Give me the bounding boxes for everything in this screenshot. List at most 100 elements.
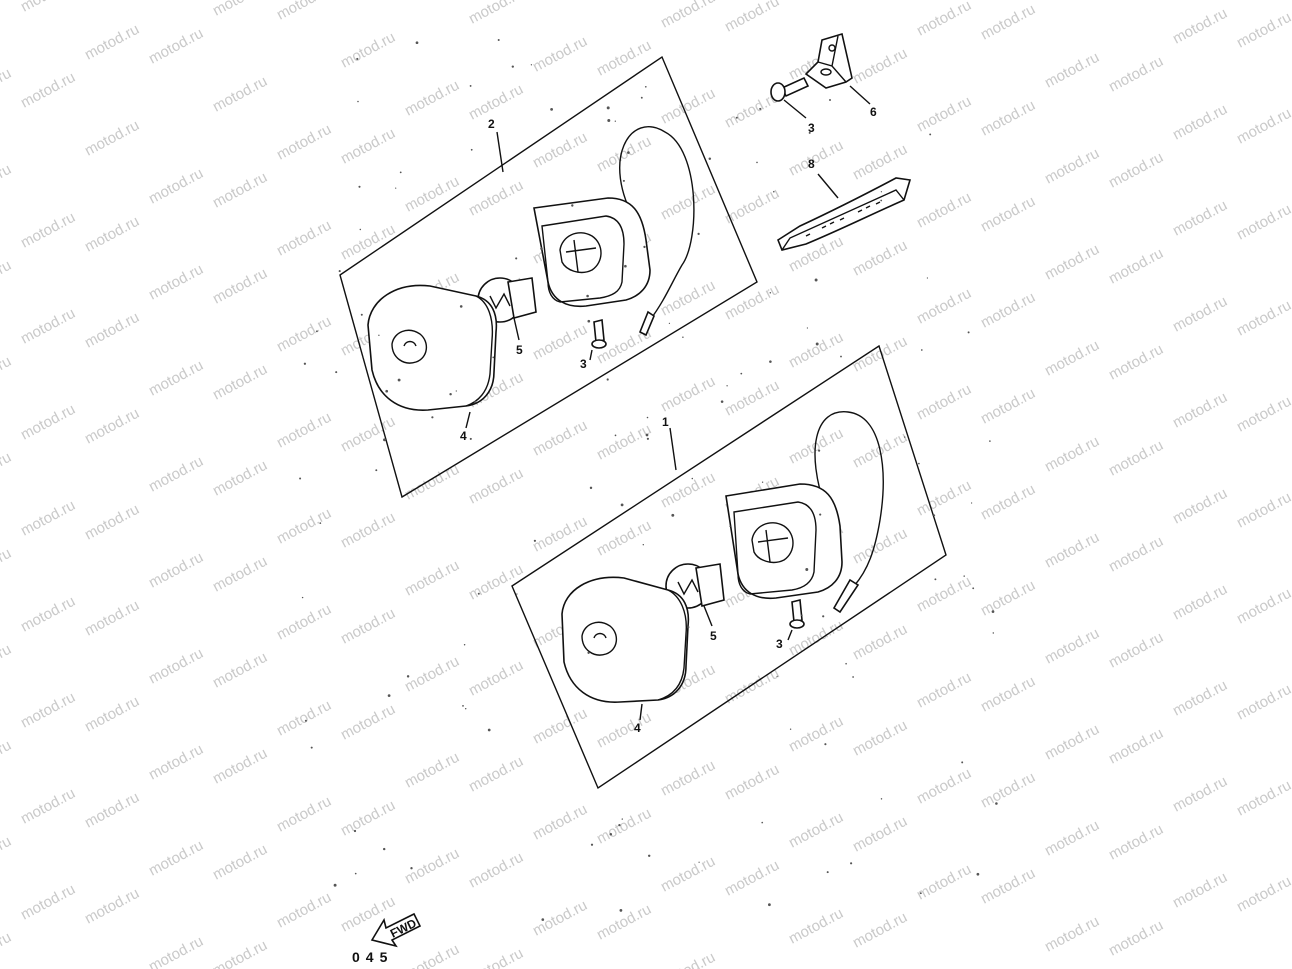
scan-speck [789, 728, 792, 730]
screw-head-upper [591, 339, 607, 349]
callout-3-bracket: 3 [808, 121, 815, 135]
scan-speck [511, 65, 514, 68]
scan-speck [963, 575, 965, 577]
leader-4-upper [465, 411, 471, 429]
mounting-bracket [804, 32, 853, 89]
scan-speck [606, 378, 609, 381]
leader-8 [817, 173, 839, 199]
housing-upper [533, 197, 651, 308]
bulb-filament-upper [489, 292, 511, 310]
callout-2: 2 [488, 117, 495, 131]
scan-speck [806, 327, 809, 329]
wire-connector-upper [638, 310, 655, 337]
scan-speck [622, 179, 625, 182]
leader-5-upper [513, 317, 520, 341]
mounting-bracket-fold [817, 35, 847, 83]
bulb-filament-lower [677, 578, 699, 596]
scan-speck [814, 278, 818, 282]
scan-speck [729, 525, 731, 527]
scan-speck [850, 862, 853, 865]
callout-4-upper: 4 [460, 429, 467, 443]
scan-speck [469, 437, 472, 440]
scan-speck [824, 743, 827, 746]
scan-speck [383, 438, 386, 442]
assembly-frame-lower [511, 344, 947, 790]
scan-speck [607, 119, 611, 122]
scan-speck [587, 319, 591, 323]
scan-specks [299, 38, 998, 921]
lens-rim-upper [465, 295, 494, 407]
scan-speck [540, 247, 543, 250]
bracket-screw-head [770, 82, 786, 102]
scan-speck [385, 389, 389, 393]
scan-speck [776, 675, 778, 678]
scan-speck [818, 449, 821, 452]
scan-speck [614, 120, 616, 122]
scan-speck [415, 41, 419, 45]
scan-speck [497, 38, 500, 42]
callout-6: 6 [870, 105, 877, 119]
scan-speck [961, 761, 964, 764]
scan-speck [431, 416, 434, 419]
scan-speck [360, 313, 363, 316]
cushion-pad-edge [781, 189, 905, 251]
screw-head-lower [789, 619, 805, 629]
scan-speck [726, 385, 728, 387]
scan-speck [992, 632, 995, 634]
lens-pattern-lower [581, 621, 617, 656]
leader-3-bracket [783, 99, 807, 119]
scan-speck [991, 610, 995, 613]
scan-speck [541, 918, 545, 921]
scan-speck [829, 99, 831, 101]
scan-speck [338, 270, 341, 273]
scan-speck [708, 157, 712, 160]
scan-speck [624, 264, 627, 268]
callout-1: 1 [662, 415, 669, 429]
scan-speck [449, 392, 452, 396]
leader-1 [669, 427, 677, 471]
scan-speck [463, 644, 466, 646]
scan-speck [474, 400, 477, 403]
scan-speck [333, 883, 337, 887]
scan-speck [645, 433, 649, 437]
scan-speck [933, 514, 936, 517]
scan-speck [880, 199, 883, 202]
scan-speck [301, 596, 304, 599]
scan-speck [590, 843, 594, 846]
scan-speck [919, 892, 922, 895]
cushion-pad-group: 8 [777, 157, 912, 251]
scan-speck [761, 481, 764, 483]
scan-speck [852, 676, 854, 678]
scan-speck [759, 107, 762, 110]
scan-speck [621, 818, 623, 820]
lens-upper [367, 284, 498, 411]
scan-speck [361, 356, 364, 359]
scan-speck [357, 100, 359, 103]
scan-speck [646, 416, 649, 419]
scan-speck [315, 330, 318, 333]
page-code: 045 [352, 949, 393, 965]
socket-detail-upper [565, 239, 597, 273]
scan-speck [756, 161, 758, 164]
scan-speck [606, 106, 610, 110]
callout-4-lower: 4 [634, 721, 641, 735]
leader-3-lower [787, 629, 793, 641]
scan-speck [976, 872, 980, 876]
scan-speck [646, 437, 649, 440]
scan-speck [410, 867, 413, 870]
lens-lower [561, 576, 690, 703]
cushion-pad-texture [805, 201, 881, 237]
scan-speck [397, 378, 401, 382]
scan-speck [387, 694, 391, 697]
leader-6 [849, 85, 871, 105]
screw-upper [593, 318, 605, 344]
scan-speck [989, 440, 991, 442]
scan-speck [822, 615, 825, 618]
scan-speck [640, 96, 643, 99]
scan-speck [840, 355, 842, 358]
scan-speck [619, 909, 623, 912]
scan-speck [587, 651, 590, 654]
scan-speck [643, 245, 646, 249]
scan-speck [920, 349, 923, 351]
